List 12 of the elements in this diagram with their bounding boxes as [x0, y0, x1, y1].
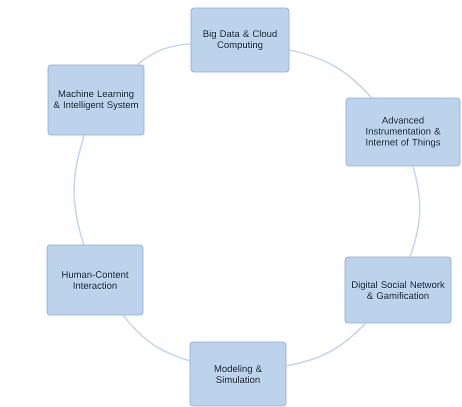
topic-box: Big Data & Cloud Computing [190, 8, 290, 72]
topic-box: Modeling & Simulation [190, 342, 286, 406]
topic-box: Advanced Instrumentation & Internet of Things [346, 98, 460, 166]
topic-box: Digital Social Network & Gamification [344, 256, 452, 324]
ring-arc [286, 322, 366, 367]
topic-box: Human-Content Interaction [46, 244, 144, 316]
ring-arc [289, 49, 372, 98]
ring-arc [409, 166, 420, 257]
ring-arc [73, 135, 86, 245]
topic-box: Machine Learning & Intelligent System [48, 64, 144, 136]
ring-arc [122, 314, 190, 362]
ring-arc [136, 43, 191, 66]
